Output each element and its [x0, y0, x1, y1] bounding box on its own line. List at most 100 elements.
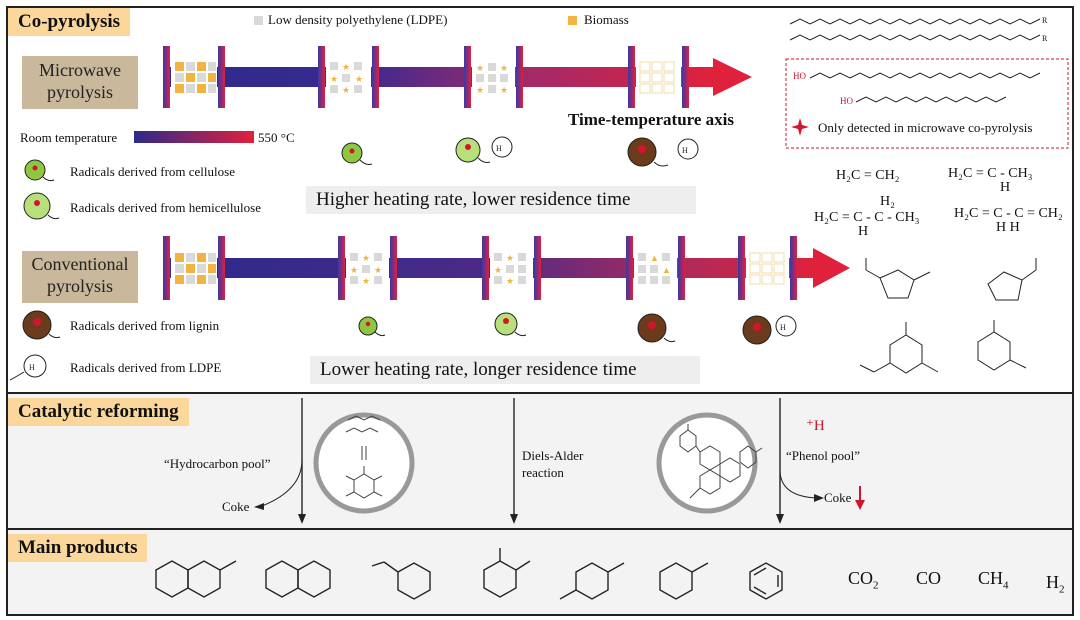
svg-text:★: ★: [330, 74, 338, 84]
propylene-h: H: [1000, 180, 1011, 195]
conventional-arrow-head: [813, 248, 850, 288]
conventional-label-line2: pyrolysis: [46, 276, 113, 296]
conventional-banner: Lower heating rate, longer residence tim…: [310, 356, 700, 384]
butene-h2: H₂: [880, 194, 895, 209]
toluene-structure: [659, 562, 709, 600]
naphthalene-structure: [265, 560, 331, 598]
microwave-label: Microwave pyrolysis: [22, 56, 138, 109]
copyrolysis-title: Co-pyrolysis: [8, 8, 131, 36]
lignin-radical-icon: [627, 137, 669, 167]
lignin-radical-label: Radicals derived from lignin: [70, 318, 220, 333]
time-temperature-axis-label: Time-temperature axis: [568, 110, 735, 129]
ldpe-radical-label: Radicals derived from LDPE: [70, 360, 222, 375]
ethylene-formula: H₂C = CH₂: [836, 168, 900, 183]
svg-text:★: ★: [362, 253, 370, 263]
svg-text:★: ★: [355, 74, 363, 84]
furfural-structure: [987, 258, 1037, 301]
guaiacol-structure: [977, 320, 1027, 371]
conv-hemicellulose-icon: [494, 312, 527, 337]
svg-text:▲: ▲: [650, 253, 659, 263]
butadiene-formula: H₂C = C - C = CH₂: [954, 206, 1063, 221]
svg-text:★: ★: [500, 85, 508, 95]
hydrocarbon-pool-molecule: [345, 415, 383, 499]
conventional-block-2: ★ ★★ ★: [346, 251, 389, 286]
cellulose-radical-icon: [341, 142, 373, 165]
butene-formula: H₂C = C - C - CH₃: [814, 210, 920, 225]
co2-sub: 2: [873, 579, 879, 592]
svg-text:★: ★: [476, 63, 484, 73]
phenol-pool-molecule: [679, 424, 763, 499]
conventional-block-5: [746, 251, 789, 285]
svg-text:★: ★: [342, 85, 350, 95]
conventional-block-3: ★ ★ ★: [490, 251, 533, 286]
diels-alder-label-2: reaction: [522, 465, 564, 480]
temperature-gradient-bar: [134, 131, 254, 143]
hemicellulose-legend-icon: [23, 192, 60, 220]
microwave-block-3: ★ ★ ★ ★: [472, 60, 515, 95]
svg-text:★: ★: [374, 265, 382, 275]
r-label-2: R: [1042, 34, 1048, 43]
ch4-text: CH: [978, 568, 1004, 588]
co2-label: CO2: [848, 568, 879, 592]
ldpe-legend-square: [254, 16, 263, 25]
svg-text:H: H: [496, 144, 502, 153]
microwave-label-line2: pyrolysis: [46, 82, 113, 102]
svg-text:★: ★: [476, 85, 484, 95]
hemicellulose-radical-icon: [455, 137, 491, 163]
microwave-label-line1: Microwave: [39, 60, 121, 80]
r-label-1: R: [1042, 16, 1048, 25]
svg-text:H: H: [682, 146, 688, 155]
h2-sub: 2: [1059, 583, 1065, 596]
conv-ldpe-icon: H: [775, 315, 797, 337]
butene-h: H: [858, 224, 869, 239]
conventional-block-4: ▲ ▲: [634, 251, 677, 285]
conv-lignin-icon-2: [742, 315, 772, 345]
svg-text:H: H: [780, 323, 786, 332]
ethylbenzene-structure: [371, 561, 431, 600]
svg-text:★: ★: [342, 62, 350, 72]
microwave-arrow-head: [713, 58, 752, 96]
conv-cellulose-icon: [358, 316, 386, 337]
alcohol-chain-1: [809, 72, 1041, 79]
svg-text:★: ★: [362, 276, 370, 286]
microwave-block-2: ★ ★ ★ ★: [326, 60, 371, 95]
methylfurfural-structure: [865, 258, 931, 299]
ho-label-1: HO: [793, 71, 806, 81]
h2-label: H2: [1046, 572, 1065, 596]
propylene-formula: H₂C = C - CH₃: [948, 166, 1033, 181]
phenol-pool-label: “Phenol pool”: [786, 448, 861, 463]
conventional-label: Conventional pyrolysis: [22, 251, 138, 303]
microwave-banner: Higher heating rate, lower residence tim…: [306, 186, 696, 214]
svg-text:★: ★: [500, 63, 508, 73]
svg-text:★: ★: [506, 276, 514, 286]
microwave-block-4: [636, 60, 681, 94]
hydrocarbon-pool-label: “Hydrocarbon pool”: [164, 456, 271, 471]
catalytic-title: Catalytic reforming: [8, 398, 189, 426]
microwave-posts: [163, 46, 689, 108]
microwave-arrow-shaft: [165, 67, 715, 87]
h-plus-label: ⁺H: [806, 418, 825, 434]
benzene-structure: [749, 562, 783, 600]
ho-label-2: HO: [840, 96, 853, 106]
long-chain-alkane-2: [789, 34, 1041, 41]
microwave-block-1: [171, 60, 217, 94]
long-chain-alkane-1: [789, 18, 1041, 25]
room-temperature-label: Room temperature: [20, 130, 118, 145]
biomass-legend-label: Biomass: [584, 12, 629, 27]
butadiene-h: H H: [996, 220, 1020, 235]
conventional-posts: [163, 236, 797, 300]
ch4-label: CH4: [978, 568, 1009, 592]
svg-text:H: H: [29, 363, 35, 372]
coke-label-2: Coke: [824, 490, 852, 505]
alcohol-chain-2: [855, 96, 1007, 103]
methylnaphthalene-structure: [155, 560, 237, 598]
co-text: CO: [916, 568, 942, 588]
conventional-label-line1: Conventional: [31, 254, 129, 274]
biomass-legend-square: [568, 16, 577, 25]
products-title: Main products: [8, 534, 148, 562]
svg-text:▲: ▲: [662, 265, 671, 275]
only-detected-label: Only detected in microwave co-pyrolysis: [818, 120, 1033, 135]
